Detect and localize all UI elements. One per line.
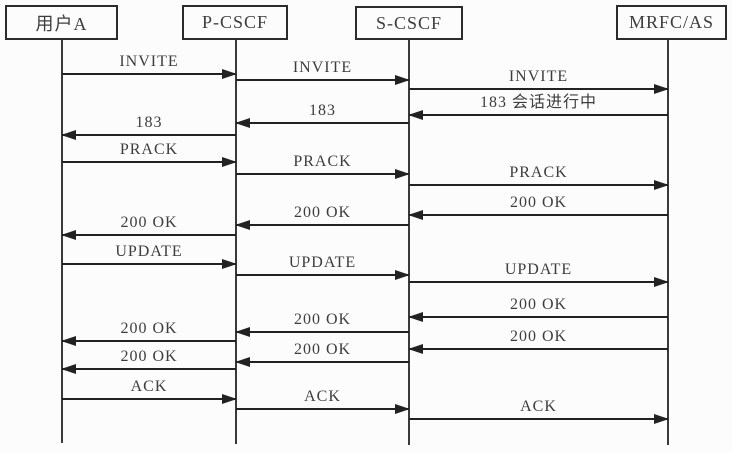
arrowhead-icon bbox=[654, 180, 669, 190]
message-label: ACK bbox=[130, 378, 168, 395]
arrowhead-icon bbox=[235, 118, 250, 128]
message-label: UPDATE bbox=[504, 261, 573, 278]
message-line bbox=[409, 184, 668, 186]
arrowhead-icon bbox=[395, 169, 410, 179]
actor-label-mrfc-as: MRFC/AS bbox=[628, 12, 715, 32]
arrowhead-icon bbox=[408, 344, 423, 354]
arrowhead-icon bbox=[61, 230, 76, 240]
message-label: PRACK bbox=[119, 141, 179, 158]
message-label: 200 OK bbox=[120, 320, 178, 337]
message-line bbox=[236, 79, 409, 81]
message-label: 183 bbox=[135, 114, 163, 131]
message-line bbox=[409, 316, 668, 318]
arrowhead-icon bbox=[395, 404, 410, 414]
actor-box-s-cscf: S-CSCF bbox=[355, 6, 463, 40]
message-label: ACK bbox=[520, 398, 557, 415]
lifeline-user-a bbox=[61, 40, 63, 443]
message-label: UPDATE bbox=[288, 254, 357, 271]
message-label: 200 OK bbox=[120, 348, 178, 365]
message-line bbox=[409, 281, 668, 283]
message-line bbox=[236, 173, 409, 175]
arrowhead-icon bbox=[222, 69, 237, 79]
message-line bbox=[236, 361, 409, 363]
arrowhead-icon bbox=[61, 364, 76, 374]
message-line bbox=[236, 122, 409, 124]
message-line bbox=[62, 368, 236, 370]
message-label: INVITE bbox=[119, 53, 179, 70]
message-line bbox=[409, 348, 668, 350]
actor-label-user-a: 用户A bbox=[35, 13, 88, 34]
actor-box-mrfc-as: MRFC/AS bbox=[616, 5, 727, 40]
message-line bbox=[62, 340, 236, 342]
actor-label-s-cscf: S-CSCF bbox=[375, 12, 443, 33]
arrowhead-icon bbox=[395, 270, 410, 280]
message-line bbox=[236, 331, 409, 333]
message-label: 183 bbox=[309, 102, 336, 119]
arrowhead-icon bbox=[61, 130, 76, 140]
message-line bbox=[409, 418, 668, 420]
message-line bbox=[62, 134, 236, 136]
message-label: 200 OK bbox=[293, 341, 352, 358]
arrowhead-icon bbox=[222, 394, 237, 404]
message-line bbox=[62, 263, 236, 265]
message-label: ACK bbox=[304, 388, 341, 405]
message-label: 200 OK bbox=[509, 328, 568, 345]
message-line bbox=[409, 114, 668, 116]
lifeline-s-cscf bbox=[408, 40, 410, 445]
message-line bbox=[62, 234, 236, 236]
message-label: 200 OK bbox=[120, 214, 178, 231]
message-line bbox=[236, 408, 409, 410]
arrowhead-icon bbox=[61, 336, 76, 346]
message-line bbox=[62, 161, 236, 163]
lifeline-p-cscf bbox=[235, 40, 237, 444]
message-line bbox=[236, 224, 409, 226]
arrowhead-icon bbox=[408, 210, 423, 220]
actor-box-user-a: 用户A bbox=[5, 5, 118, 40]
arrowhead-icon bbox=[235, 357, 250, 367]
message-line bbox=[236, 274, 409, 276]
message-label: 200 OK bbox=[509, 296, 568, 313]
arrowhead-icon bbox=[654, 277, 669, 287]
message-label: PRACK bbox=[293, 153, 352, 170]
arrowhead-icon bbox=[654, 84, 669, 94]
message-label: 200 OK bbox=[509, 194, 568, 211]
message-line bbox=[62, 398, 236, 400]
arrowhead-icon bbox=[654, 414, 669, 424]
message-label: 183 会话进行中 bbox=[479, 94, 597, 111]
arrowhead-icon bbox=[235, 327, 250, 337]
message-label: 200 OK bbox=[293, 204, 352, 221]
arrowhead-icon bbox=[395, 75, 410, 85]
message-line bbox=[409, 88, 668, 90]
arrowhead-icon bbox=[408, 312, 423, 322]
actor-label-p-cscf: P-CSCF bbox=[201, 12, 269, 32]
message-label: 200 OK bbox=[293, 311, 352, 328]
arrowhead-icon bbox=[222, 259, 237, 269]
arrowhead-icon bbox=[222, 157, 237, 167]
message-line bbox=[62, 73, 236, 75]
message-label: UPDATE bbox=[115, 243, 183, 260]
message-label: INVITE bbox=[508, 68, 569, 85]
arrowhead-icon bbox=[408, 110, 423, 120]
lifeline-mrfc-as bbox=[667, 40, 669, 445]
message-line bbox=[409, 214, 668, 216]
actor-box-p-cscf: P-CSCF bbox=[182, 5, 288, 40]
message-label: PRACK bbox=[509, 164, 568, 181]
message-label: INVITE bbox=[292, 59, 353, 76]
arrowhead-icon bbox=[235, 220, 250, 230]
